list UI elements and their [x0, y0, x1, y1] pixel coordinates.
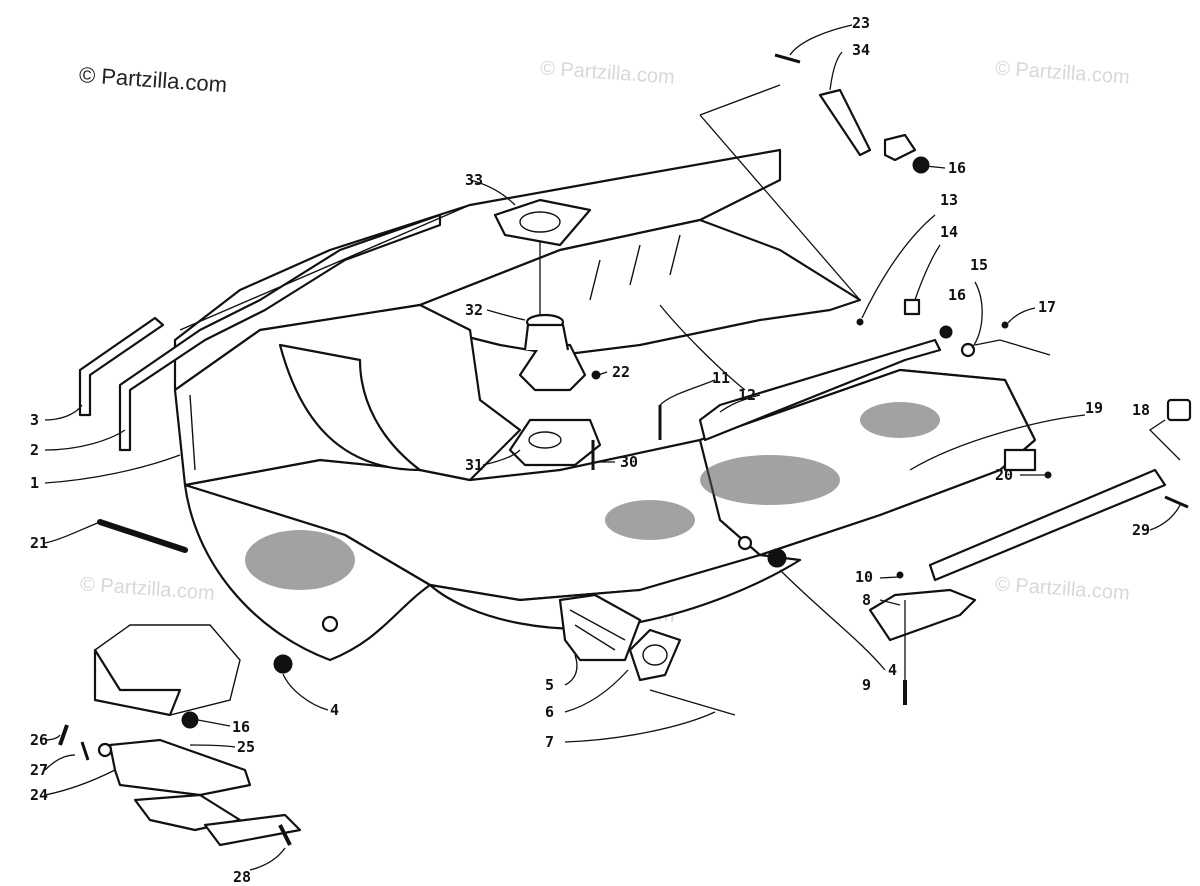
vent-strip	[698, 338, 942, 442]
callout-12: 12	[738, 386, 756, 404]
callout-19: 19	[1085, 399, 1103, 417]
callout-3: 3	[30, 411, 39, 429]
callout-26: 26	[30, 731, 48, 749]
callout-18: 18	[1132, 401, 1150, 419]
callout-24: 24	[30, 786, 48, 804]
callout-31: 31	[465, 456, 483, 474]
callout-10: 10	[855, 568, 873, 586]
callout-14: 14	[940, 223, 958, 241]
callout-30: 30	[620, 453, 638, 471]
callout-labels: 1 2 3 4 4 5 6 7 8 9 10 11 12 13 14 15 16…	[30, 14, 1150, 886]
callout-29: 29	[1132, 521, 1150, 539]
callout-23: 23	[852, 14, 870, 32]
bracket-assembly	[58, 624, 302, 847]
callout-32: 32	[465, 301, 483, 319]
plates-and-boot	[493, 198, 602, 467]
callout-33: 33	[465, 171, 483, 189]
callout-4b: 4	[888, 661, 897, 679]
callout-6: 6	[545, 703, 554, 721]
leader-lines	[44, 24, 1181, 871]
hinge	[868, 588, 977, 642]
callout-17: 17	[1038, 298, 1056, 316]
callout-13: 13	[940, 191, 958, 209]
light-assembly	[558, 593, 736, 716]
callout-4: 4	[330, 701, 339, 719]
callout-11: 11	[712, 369, 730, 387]
callout-15: 15	[970, 256, 988, 274]
belly-pan	[173, 148, 1037, 662]
rod	[97, 519, 188, 553]
callout-7: 7	[545, 733, 554, 751]
callout-16a: 16	[948, 159, 966, 177]
callout-25: 25	[237, 738, 255, 756]
callout-21: 21	[30, 534, 48, 552]
callout-34: 34	[852, 41, 870, 59]
hardware	[273, 53, 1192, 705]
bumper-rail	[928, 468, 1167, 582]
trim-strips	[78, 204, 471, 452]
clip	[883, 133, 917, 162]
callout-1: 1	[30, 474, 39, 492]
bracket	[818, 88, 872, 157]
callout-8: 8	[862, 591, 871, 609]
callout-27: 27	[30, 761, 48, 779]
callout-2: 2	[30, 441, 39, 459]
callout-22: 22	[612, 363, 630, 381]
callout-9: 9	[862, 676, 871, 694]
callout-20: 20	[995, 466, 1013, 484]
callout-28: 28	[233, 868, 251, 886]
callout-16b: 16	[948, 286, 966, 304]
callout-16c: 16	[232, 718, 250, 736]
callout-5: 5	[545, 676, 554, 694]
